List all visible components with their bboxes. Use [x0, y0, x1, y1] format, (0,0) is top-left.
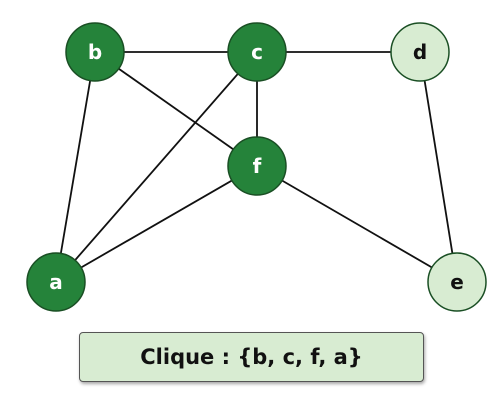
edge-b-f: [94, 51, 258, 167]
node-e: e: [427, 252, 487, 312]
node-label-b: b: [88, 40, 102, 64]
node-label-a: a: [49, 270, 63, 294]
node-d: d: [390, 22, 450, 82]
edge-f-e: [256, 165, 458, 283]
node-circle-f: [227, 136, 287, 196]
node-circle-b: [65, 22, 125, 82]
node-circle-c: [227, 22, 287, 82]
edge-b-a: [55, 51, 96, 283]
edge-c-a: [55, 51, 258, 283]
node-b: b: [65, 22, 125, 82]
node-f: f: [227, 136, 287, 196]
node-label-e: e: [450, 270, 464, 294]
node-circle-e: [427, 252, 487, 312]
node-c: c: [227, 22, 287, 82]
node-label-d: d: [413, 40, 427, 64]
clique-caption-box: Clique : {b, c, f, a}: [79, 332, 424, 382]
node-circle-d: [390, 22, 450, 82]
edges-layer: [55, 51, 458, 283]
nodes-layer: b c d f a e: [26, 22, 487, 312]
node-label-f: f: [253, 154, 262, 178]
edge-d-e: [419, 51, 458, 283]
node-a: a: [26, 252, 86, 312]
node-circle-a: [26, 252, 86, 312]
node-label-c: c: [251, 40, 263, 64]
edge-f-a: [55, 165, 258, 283]
clique-caption-text: Clique : {b, c, f, a}: [140, 345, 363, 369]
